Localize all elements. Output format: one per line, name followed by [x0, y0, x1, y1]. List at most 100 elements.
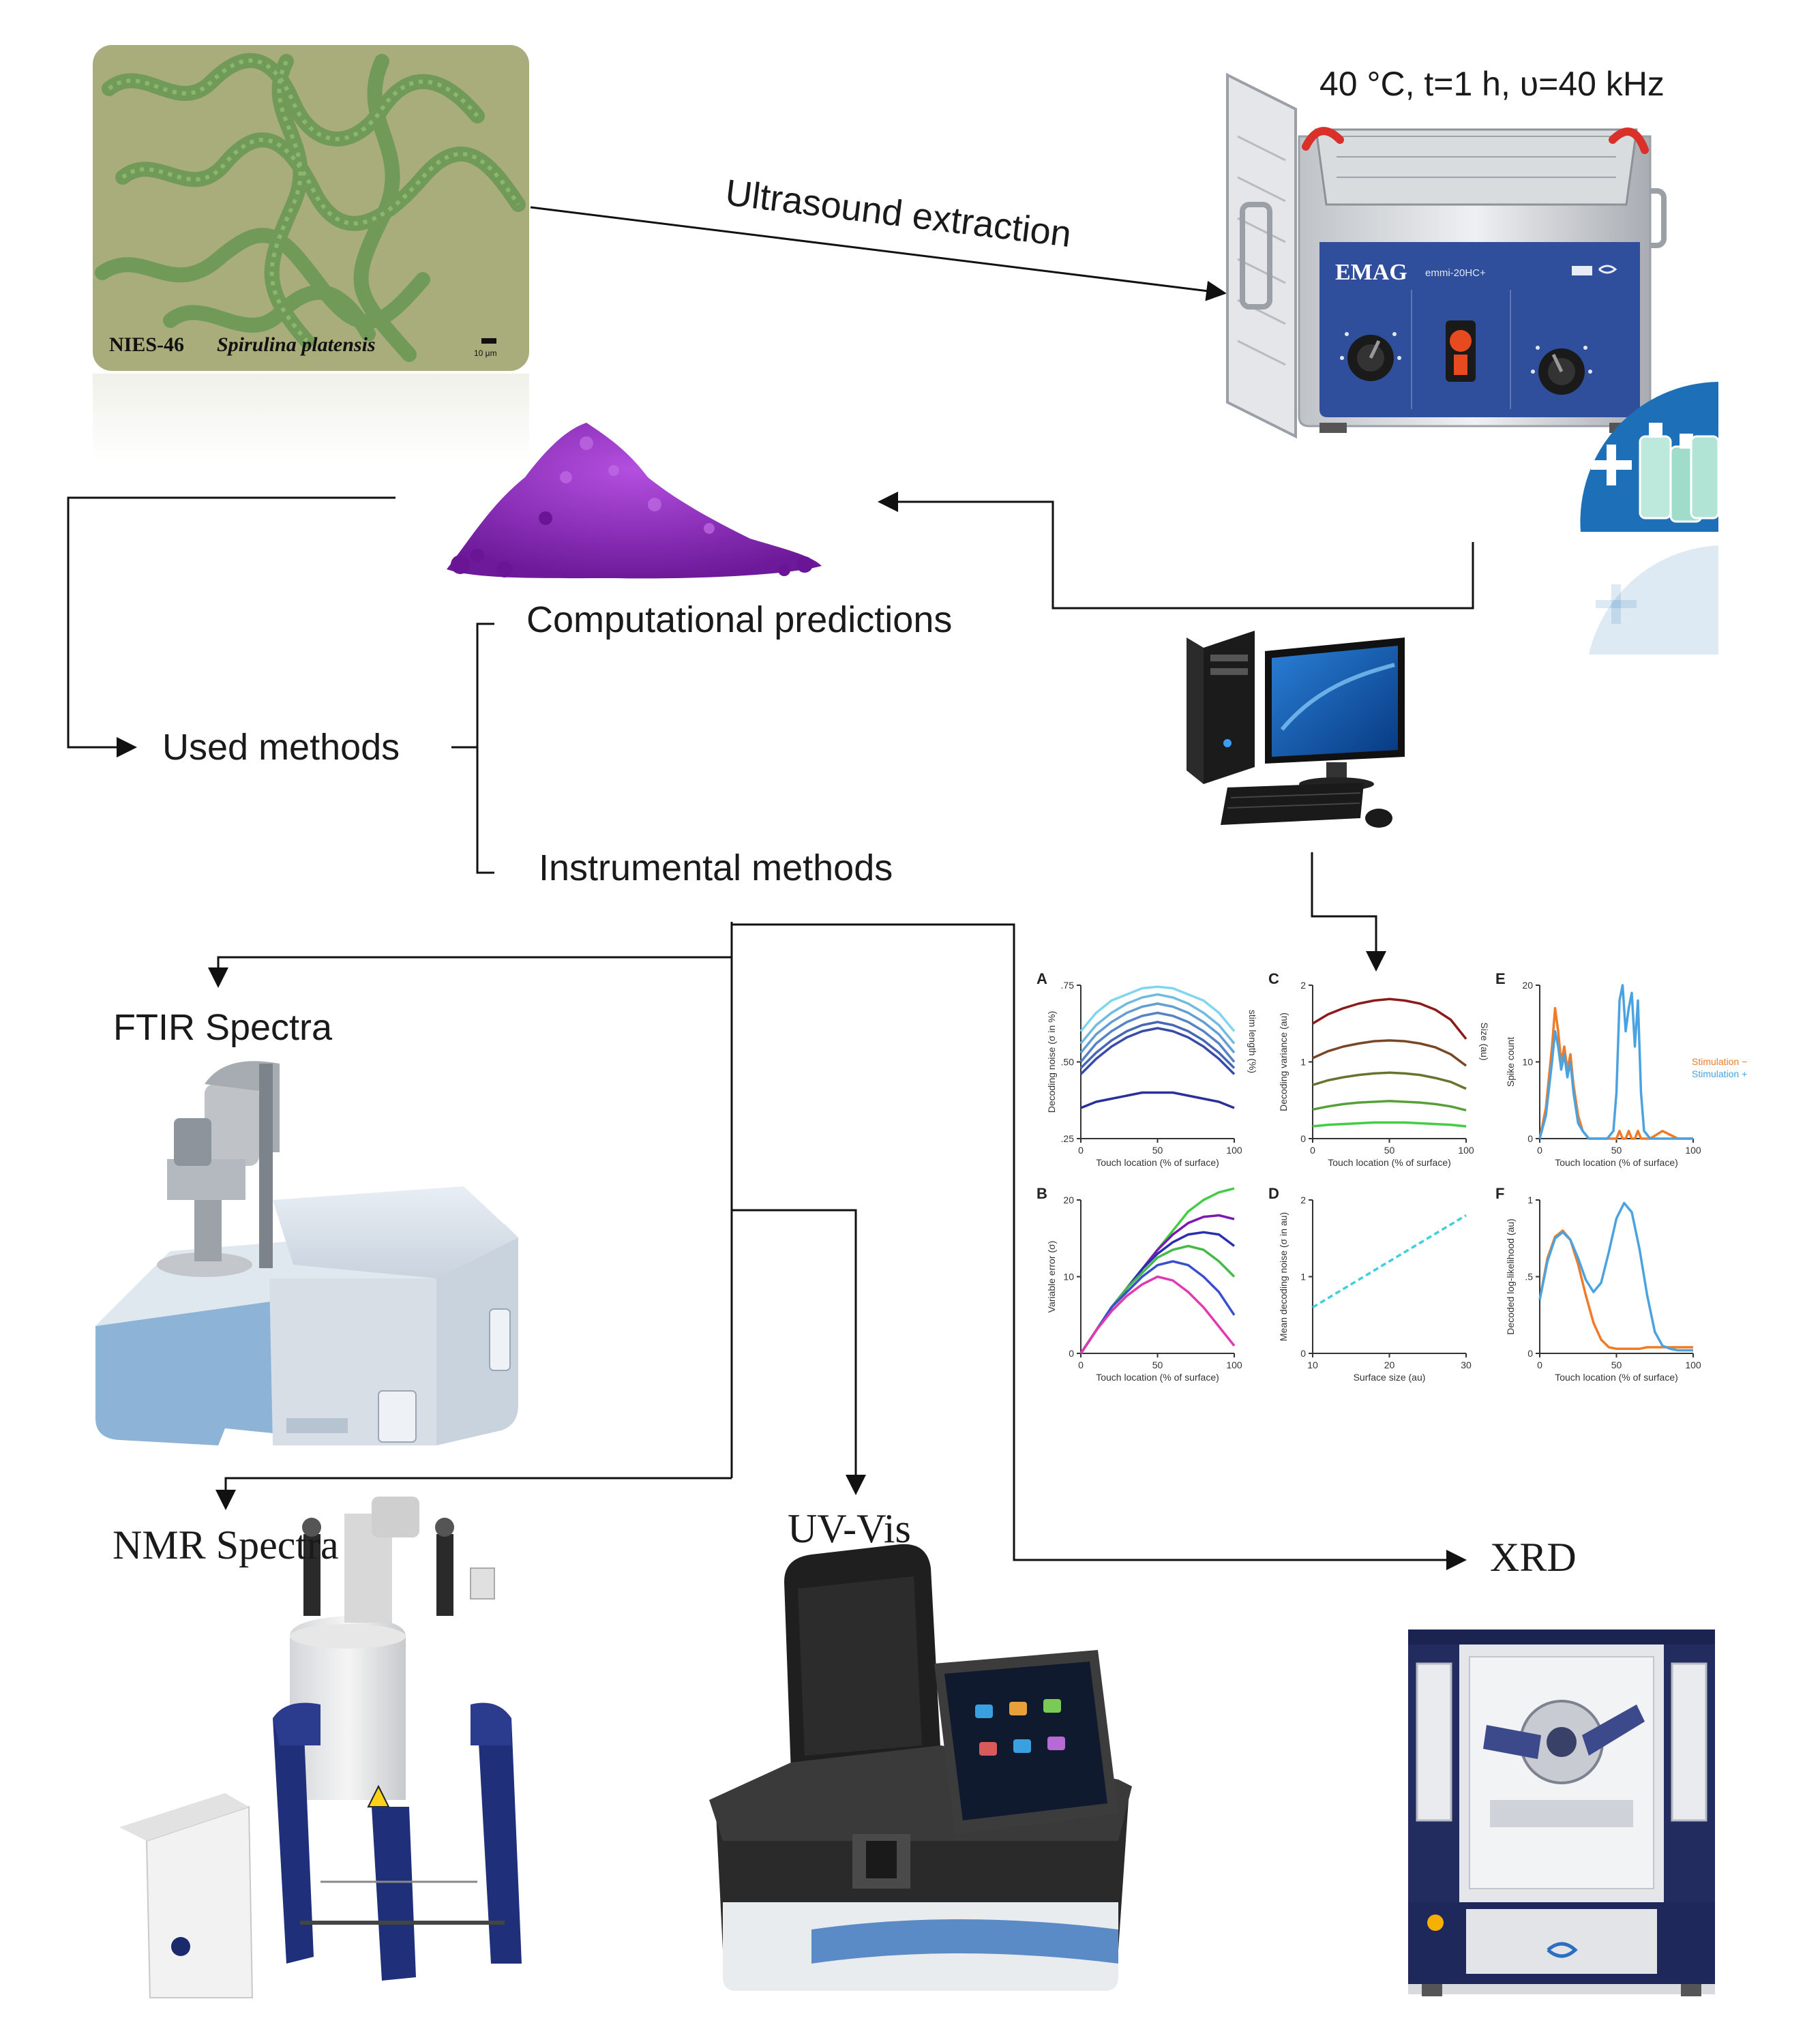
series-line — [1079, 993, 1236, 1045]
solvent-bottles-icon — [1639, 423, 1720, 523]
y-tick-label: 0 — [1527, 1133, 1533, 1144]
powder-to-methods-arrow — [67, 496, 396, 757]
strain-id-label: NIES-46 — [109, 333, 184, 356]
ftir-arrow — [208, 956, 732, 988]
instrumental-methods-tree — [208, 922, 1467, 1570]
x-axis-label: Touch location (% of surface) — [1555, 1372, 1678, 1383]
x-axis-label: Surface size (au) — [1354, 1372, 1426, 1383]
y-tick-label: 0 — [1300, 1348, 1306, 1359]
used-methods-label: Used methods — [162, 727, 400, 768]
ftir-spectrometer — [95, 1061, 518, 1445]
series-line — [1079, 1244, 1236, 1354]
scale-bar-label: 10 µm — [474, 348, 497, 358]
series-line — [1079, 1027, 1236, 1075]
x-tick-label: 0 — [1537, 1360, 1542, 1370]
y-axis-label: Decoded log-likelihood (au) — [1505, 1218, 1516, 1334]
panel-letter: F — [1495, 1185, 1504, 1202]
series-line — [1080, 1091, 1235, 1109]
y-tick-label: 0 — [1300, 1133, 1306, 1144]
y-axis-label: Decoding variance (au) — [1278, 1012, 1289, 1111]
y-tick-label: 2 — [1300, 980, 1306, 991]
y-tick-label: 10 — [1063, 1272, 1074, 1282]
x-tick-label: 20 — [1384, 1360, 1395, 1370]
series-line — [1079, 1260, 1236, 1354]
y-tick-label: 0 — [1069, 1348, 1074, 1359]
series-line — [1079, 985, 1236, 1032]
series-line — [1538, 984, 1693, 1140]
scale-bar — [481, 338, 496, 344]
series-line — [1079, 1187, 1235, 1354]
y-axis-label: Mean decoding noise (σ in au) — [1278, 1212, 1289, 1341]
y-axis-label: Spike count — [1505, 1037, 1516, 1087]
ultrasonic-bath: EMAG emmi-20HC+ — [1226, 72, 1720, 655]
nmr-spectrometer — [119, 1497, 522, 1998]
x-tick-label: 100 — [1226, 1360, 1242, 1370]
series-line — [1079, 1011, 1236, 1063]
x-tick-label: 0 — [1310, 1145, 1315, 1156]
series-line — [1079, 1021, 1236, 1069]
x-axis-label: Touch location (% of surface) — [1096, 1372, 1219, 1383]
series-line — [1538, 1201, 1693, 1352]
x-tick-label: 50 — [1611, 1145, 1622, 1156]
uvvis-arrow — [732, 1209, 866, 1495]
y-tick-label: .75 — [1061, 980, 1075, 991]
nmr-spectra-label: NMR Spectra — [113, 1522, 339, 1567]
y-axis-label: Decoding noise (σ in %) — [1046, 1011, 1057, 1113]
nmr-arrow — [215, 1477, 732, 1510]
computer-to-results-arrow — [1311, 852, 1386, 972]
x-axis-label: Touch location (% of surface) — [1328, 1157, 1451, 1168]
ultrasound-arrow — [530, 206, 1227, 301]
x-tick-label: 100 — [1458, 1145, 1474, 1156]
x-tick-label: 10 — [1307, 1360, 1318, 1370]
bath-model-label: emmi-20HC+ — [1425, 267, 1486, 279]
xrd-arrow — [732, 923, 1467, 1570]
panel-letter: C — [1268, 970, 1279, 987]
y-tick-label: 1 — [1300, 1272, 1306, 1282]
legend-entry: Stimulation + — [1692, 1068, 1747, 1079]
x-tick-label: 50 — [1611, 1360, 1622, 1370]
series-line — [1312, 1071, 1467, 1090]
species-name-label: Spirulina platensis — [217, 333, 376, 356]
x-tick-label: 0 — [1078, 1360, 1084, 1370]
y-axis-label: Variable error (σ) — [1046, 1241, 1057, 1313]
spirulina-micrograph: NIES-46 Spirulina platensis 10 µm — [93, 45, 529, 462]
xrd-diffractometer — [1408, 1630, 1715, 1996]
instrumental-methods-label: Instrumental methods — [539, 847, 893, 888]
bath-to-powder-arrow — [878, 492, 1474, 610]
x-tick-label: 50 — [1152, 1360, 1163, 1370]
ftir-spectra-label: FTIR Spectra — [113, 1007, 333, 1048]
x-axis-label: Touch location (% of surface) — [1096, 1157, 1219, 1168]
uv-vis-spectrophotometer — [709, 1544, 1132, 1991]
panel-letter: B — [1036, 1185, 1047, 1202]
series-line — [1079, 1275, 1236, 1354]
x-tick-label: 50 — [1152, 1145, 1163, 1156]
ultrasound-extraction-label: Ultrasound extraction — [723, 172, 1074, 255]
y-tick-label: 20 — [1522, 980, 1533, 991]
extraction-conditions-label: 40 °C, t=1 h, υ=40 kHz — [1319, 65, 1665, 103]
y-tick-label: 2 — [1300, 1195, 1306, 1205]
y-tick-label: 1 — [1527, 1195, 1533, 1205]
legend-title: stim length (%) — [1247, 1010, 1258, 1073]
series-line — [1079, 1002, 1236, 1054]
legend-entry: Stimulation − — [1692, 1056, 1747, 1067]
x-tick-label: 0 — [1078, 1145, 1084, 1156]
y-tick-label: 0 — [1527, 1348, 1533, 1359]
series-line — [1312, 1121, 1467, 1128]
x-tick-label: 100 — [1685, 1360, 1701, 1370]
x-tick-label: 30 — [1461, 1360, 1472, 1370]
x-axis-label: Touch location (% of surface) — [1555, 1157, 1678, 1168]
series-line — [1312, 1039, 1467, 1067]
legend-title: Size (au) — [1479, 1022, 1490, 1060]
computer-workstation — [1187, 631, 1405, 828]
bath-brand-label: EMAG — [1335, 260, 1407, 285]
panel-letter: E — [1495, 970, 1506, 987]
y-tick-label: .25 — [1061, 1133, 1075, 1144]
phycocyanin-powder-pile — [447, 423, 822, 579]
panel-letter: D — [1268, 1185, 1279, 1202]
y-tick-label: 10 — [1522, 1057, 1533, 1068]
computational-predictions-label: Computational predictions — [526, 599, 953, 640]
